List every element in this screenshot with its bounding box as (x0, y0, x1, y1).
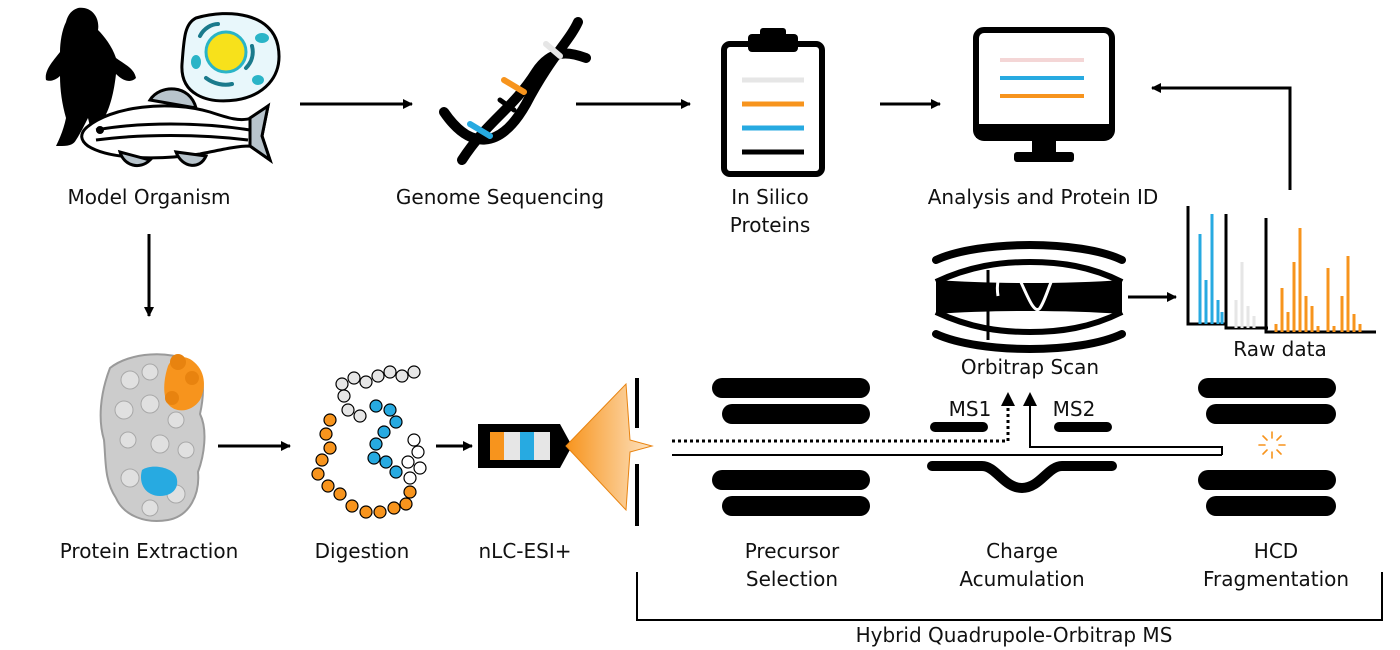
bigfoot-silhouette-icon (45, 7, 137, 146)
zebrafish-icon (80, 87, 273, 168)
c-trap-icon: MS1 MS2 Charge Acumulation (927, 397, 1117, 591)
in-silico-label-line1: In Silico (731, 185, 809, 209)
dna-icon: Genome Sequencing (396, 17, 604, 209)
electrospray-cone (565, 382, 654, 512)
arrow-raw-to-analysis (1151, 83, 1292, 190)
model-organism-icon: Model Organism (45, 7, 281, 209)
monitor-icon: Analysis and Protein ID (928, 27, 1159, 209)
peptide-beads-icon: Digestion (311, 365, 427, 563)
clipboard-icon: In Silico Proteins (721, 28, 825, 237)
genome-sequencing-label: Genome Sequencing (396, 185, 604, 209)
model-organism-label: Model Organism (67, 185, 230, 209)
raw-spectra-icon: Raw data (1186, 206, 1376, 361)
quadrupole-rods-icon: Precursor Selection (712, 378, 870, 591)
nlc-column-icon: nLC-ESI+ (478, 382, 654, 563)
orbitrap-scan-label: Orbitrap Scan (961, 355, 1099, 379)
charge-label-line1: Charge (986, 539, 1058, 563)
hcd-cell-icon: HCD Fragmentation (1198, 378, 1349, 591)
nlc-esi-label: nLC-ESI+ (479, 539, 572, 563)
raw-data-label: Raw data (1233, 337, 1326, 361)
hcd-label-line1: HCD (1254, 539, 1298, 563)
protein-structure-icon: Protein Extraction (60, 353, 239, 563)
orbitrap-icon: Orbitrap Scan (932, 241, 1126, 379)
ms1-label: MS1 (949, 397, 992, 421)
instrument-bracket (636, 572, 1383, 621)
charge-label-line2: Acumulation (959, 567, 1084, 591)
fragmentation-burst-icon (1258, 431, 1286, 459)
instrument-label: Hybrid Quadrupole-Orbitrap MS (856, 623, 1173, 647)
hcd-label-line2: Fragmentation (1203, 567, 1349, 591)
precursor-label-line2: Selection (746, 567, 838, 591)
cell-icon (180, 12, 281, 103)
ms2-label: MS2 (1053, 397, 1096, 421)
analysis-label: Analysis and Protein ID (928, 185, 1159, 209)
in-silico-label-line2: Proteins (730, 213, 811, 237)
ion-beam-return (1023, 392, 1223, 455)
precursor-label-line1: Precursor (745, 539, 840, 563)
digestion-label: Digestion (315, 539, 410, 563)
protein-extraction-label: Protein Extraction (60, 539, 239, 563)
